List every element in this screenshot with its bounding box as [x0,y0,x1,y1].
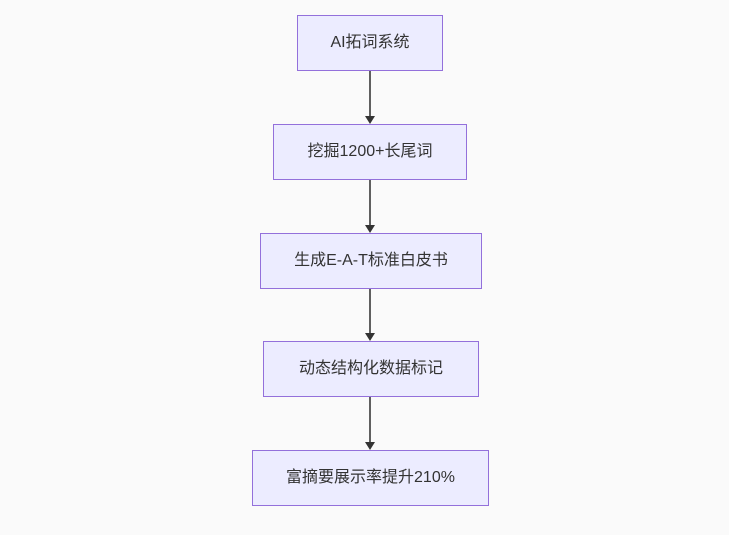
flowchart-node-rich-snippet-result: 富摘要展示率提升210% [252,450,489,506]
arrowhead-icon [365,333,375,341]
arrow-line [369,71,371,117]
flowchart-node-longtail-mining: 挖掘1200+长尾词 [273,124,467,180]
arrow-line [369,180,371,226]
arrowhead-icon [365,442,375,450]
arrowhead-icon [365,225,375,233]
flowchart-node-structured-data-markup: 动态结构化数据标记 [263,341,479,397]
flow-arrow-3-4 [364,289,376,341]
arrowhead-icon [365,116,375,124]
arrow-line [369,397,371,443]
flow-arrow-2-3 [364,180,376,233]
flowchart-node-ai-word-expansion: AI拓词系统 [297,15,443,71]
arrow-line [369,289,371,334]
flow-arrow-1-2 [364,71,376,124]
flow-arrow-4-5 [364,397,376,450]
flowchart-node-eat-whitepaper: 生成E-A-T标准白皮书 [260,233,482,289]
